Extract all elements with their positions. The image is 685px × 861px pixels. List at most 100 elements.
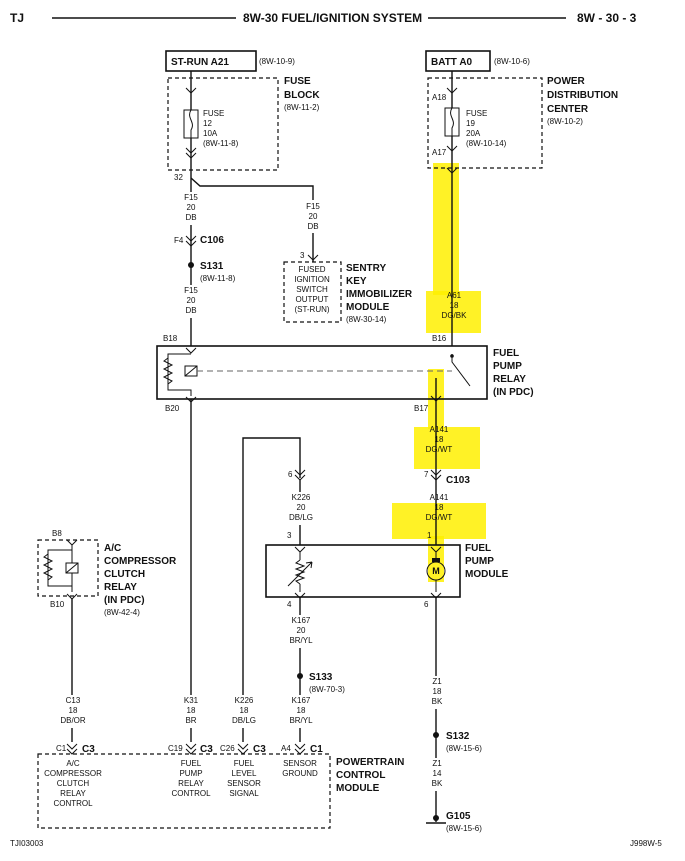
relay-title-3: RELAY	[493, 374, 526, 385]
fuse-19-element	[450, 107, 454, 136]
k167-b-gauge: 18	[297, 706, 306, 715]
pcm-c1-text-4: RELAY	[60, 789, 86, 798]
ac-relay-title-2: COMPRESSOR	[104, 556, 177, 567]
a141-b-color: DG/WT	[426, 513, 453, 522]
st-run-ref: (8W-10-9)	[259, 57, 295, 66]
c103-chevron	[430, 469, 442, 481]
z1-a-name: Z1	[432, 677, 442, 686]
relay-b18-chevron	[185, 347, 197, 354]
pcm-pin-c26: C26	[220, 744, 235, 753]
sentry-title-2: KEY	[346, 276, 367, 287]
pdc-ref: (8W-10-2)	[547, 117, 583, 126]
fuel-pump-module-box	[265, 544, 461, 598]
f15-a-gauge: 20	[187, 203, 196, 212]
ac-relay-title-3: CLUTCH	[104, 569, 145, 580]
c13-gauge: 18	[69, 706, 78, 715]
pcm-a4-text-1: SENSOR	[283, 759, 317, 768]
highlight-a141-label	[414, 427, 480, 469]
relay-title-4: (IN PDC)	[493, 387, 534, 398]
fuse-12-name: FUSE	[203, 109, 224, 118]
f15-a-color: DB	[185, 213, 196, 222]
fuse-block-ref: (8W-11-2)	[284, 103, 320, 112]
s131-label: S131	[200, 261, 224, 272]
fuse-12-ref: (8W-11-8)	[203, 139, 239, 148]
k167-a-gauge: 20	[297, 626, 306, 635]
ac-relay-coil-diag	[65, 562, 79, 574]
s131-dot	[188, 262, 194, 268]
s132-label: S132	[446, 731, 470, 742]
pcm-c1-chevron	[66, 743, 78, 755]
c106-label: C106	[200, 235, 224, 246]
sentry-ref: (8W-30-14)	[346, 315, 387, 324]
sentry-pin: 3	[300, 251, 305, 260]
k226-a-color: DB/LG	[289, 513, 313, 522]
f15-b-gauge: 20	[309, 212, 318, 221]
sentry-inner-3: SWITCH	[296, 285, 328, 294]
pcm-c1-text-1: A/C	[66, 759, 80, 768]
k167-b-color: BR/YL	[289, 716, 313, 725]
batt-ref: (8W-10-6)	[494, 57, 530, 66]
fuse-block-branch	[190, 177, 314, 210]
ac-relay-resistor	[42, 553, 54, 581]
ac-relay-title-1: A/C	[104, 543, 121, 554]
batt-source-box	[425, 50, 491, 72]
fuse-19-top-chevron	[446, 87, 458, 94]
pump-title-2: PUMP	[465, 556, 494, 567]
s133-ref: (8W-70-3)	[309, 685, 345, 694]
z1-b-gauge: 14	[433, 769, 442, 778]
pump-pin-4: 4	[287, 600, 292, 609]
relay-pin-b17: B17	[414, 404, 429, 413]
fuse-19-number: 19	[466, 119, 475, 128]
pump-sender-arrow	[287, 561, 313, 587]
footer-left: TJI03003	[10, 839, 44, 848]
sentry-chevron	[307, 254, 319, 261]
c106-chevron	[185, 235, 197, 247]
a141-a-gauge: 18	[435, 435, 444, 444]
ac-relay-pin-bottom: B10	[50, 600, 65, 609]
z1-a-gauge: 18	[433, 687, 442, 696]
pcm-title-1: POWERTRAIN	[336, 757, 404, 768]
pdc-pin-a18: A18	[432, 93, 447, 102]
fuse-19-name: FUSE	[466, 109, 487, 118]
batt-label: BATT A0	[431, 57, 473, 68]
pdc-title-3: CENTER	[547, 104, 589, 115]
pcm-a4-chevron	[294, 743, 306, 755]
pcm-pin-a4: A4	[281, 744, 291, 753]
st-run-label: ST-RUN A21	[171, 57, 229, 68]
pcm-c19-text-2: PUMP	[179, 769, 202, 778]
sentry-inner-1: FUSED	[298, 265, 325, 274]
fuse-12-rating: 10A	[203, 129, 218, 138]
s132-ref: (8W-15-6)	[446, 744, 482, 753]
k167-b-name: K167	[292, 696, 311, 705]
fuse-12-element	[189, 109, 193, 138]
pcm-c19-chevron	[185, 743, 197, 755]
sentry-title-3: IMMOBILIZER	[346, 289, 413, 300]
highlight-a141-lower	[392, 503, 486, 539]
a141-b-name: A141	[430, 493, 449, 502]
s131-ref: (8W-11-8)	[200, 274, 236, 283]
k226-b-name: K226	[235, 696, 254, 705]
pump-sender-resistor	[294, 559, 306, 585]
pump-motor-brush	[432, 558, 440, 562]
k226-a-name: K226	[292, 493, 311, 502]
fuse-block-pin-32: 32	[174, 173, 183, 182]
k167-a-color: BR/YL	[289, 636, 313, 645]
k226-b-color: DB/LG	[232, 716, 256, 725]
pcm-c26-chevron	[237, 743, 249, 755]
sentry-title-4: MODULE	[346, 302, 390, 313]
f15-b-color: DB	[307, 222, 318, 231]
sentry-title-1: SENTRY	[346, 263, 387, 274]
a141-a-name: A141	[430, 425, 449, 434]
ac-relay-ref: (8W-42-4)	[104, 608, 140, 617]
header-center: 8W-30 FUEL/IGNITION SYSTEM	[243, 11, 422, 25]
sentry-inner-5: (ST-RUN)	[294, 305, 329, 314]
sentry-inner-2: IGNITION	[294, 275, 330, 284]
fuse-block-title-1: FUSE	[284, 76, 311, 87]
pcm-c26-text-2: LEVEL	[232, 769, 257, 778]
k226-b-gauge: 18	[240, 706, 249, 715]
pcm-conn-c19: C3	[200, 744, 213, 755]
s133-label: S133	[309, 672, 333, 683]
highlight-a61-label	[426, 291, 481, 333]
c103-pin: 7	[424, 470, 429, 479]
pdc-box	[427, 77, 543, 169]
